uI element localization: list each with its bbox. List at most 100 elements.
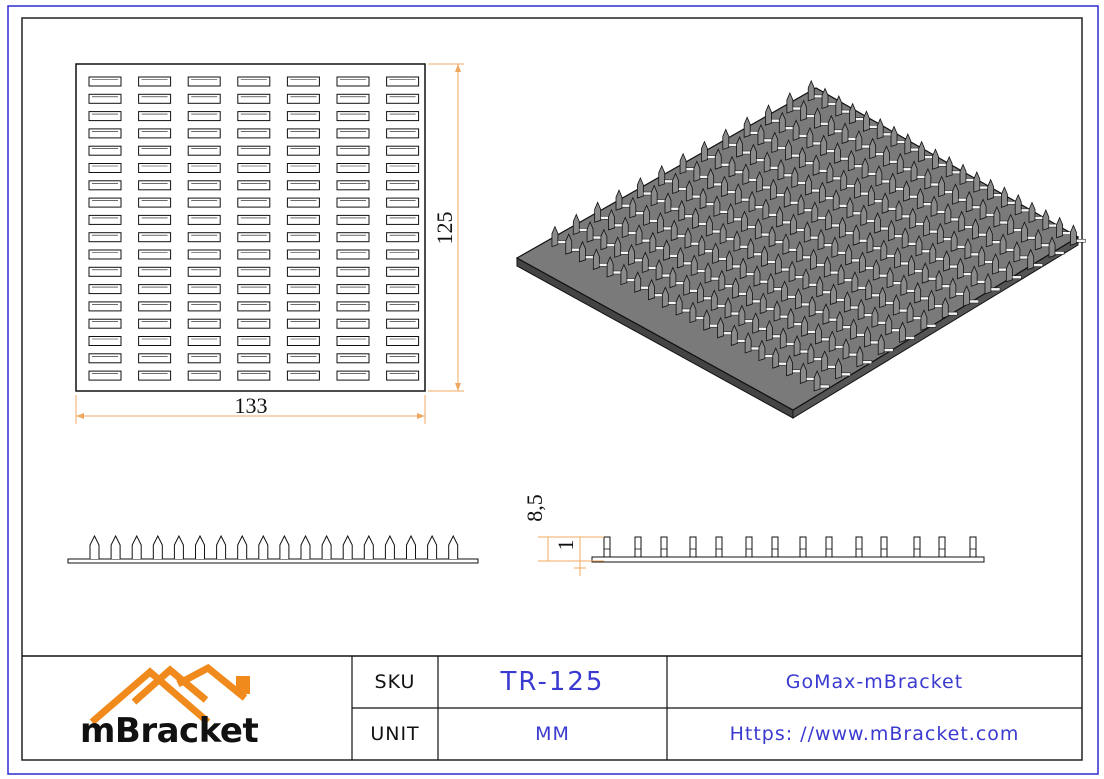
iso-tooth: [799, 362, 807, 384]
iso-tooth: [572, 213, 580, 235]
iso-tooth: [825, 208, 833, 231]
slot: [336, 76, 370, 87]
iso-tooth: [796, 240, 804, 263]
iso-tooth: [717, 316, 724, 339]
slot: [237, 93, 271, 104]
iso-tooth: [832, 189, 840, 211]
edge-tooth: [938, 536, 946, 558]
slot: [386, 266, 420, 277]
slot: [88, 180, 122, 191]
iso-tooth: [648, 278, 655, 301]
iso-tooth: [817, 228, 825, 251]
width-dimension: 133: [75, 393, 426, 424]
iso-tooth: [677, 246, 684, 269]
slot: [286, 93, 320, 104]
iso-tooth: [762, 198, 770, 220]
iso-tooth: [850, 318, 858, 340]
iso-tooth: [722, 128, 730, 150]
iso-tooth: [890, 125, 898, 148]
iso-tooth: [742, 163, 750, 185]
iso-tooth: [635, 224, 643, 246]
iso-tooth: [972, 218, 979, 240]
iso-tooth: [678, 199, 686, 222]
slot: [187, 197, 221, 208]
slot: [187, 318, 221, 329]
iso-tooth: [594, 201, 602, 223]
slot: [138, 145, 172, 156]
side-tooth: [363, 534, 374, 559]
iso-tooth: [672, 172, 679, 195]
iso-tooth: [866, 231, 874, 254]
edge-tooth: [855, 536, 863, 558]
slot: [286, 197, 320, 208]
iso-tooth: [692, 207, 699, 229]
slot: [187, 266, 221, 277]
iso-tooth: [855, 129, 863, 152]
company-name: GoMax-mBracket: [785, 671, 964, 693]
iso-tooth: [620, 263, 628, 286]
slot: [237, 336, 271, 346]
iso-tooth: [973, 171, 981, 193]
slot: [138, 197, 172, 208]
iso-tooth: [771, 131, 779, 154]
edge-tooth: [745, 536, 753, 558]
iso-tooth: [756, 170, 764, 193]
iso-tooth: [724, 297, 732, 319]
iso-tooth: [1070, 224, 1077, 246]
iso-tooth: [734, 183, 742, 205]
iso-tooth: [920, 309, 928, 331]
iso-tooth: [810, 248, 817, 271]
slot: [138, 266, 172, 277]
slot: [336, 284, 370, 295]
iso-tooth: [854, 177, 861, 199]
iso-tooth: [774, 252, 782, 275]
iso-tooth: [842, 338, 850, 360]
iso-tooth: [835, 95, 843, 117]
iso-tooth: [675, 293, 683, 316]
iso-tooth: [759, 292, 767, 315]
slot: [138, 128, 172, 139]
iso-tooth: [805, 174, 812, 196]
iso-tooth: [1027, 248, 1035, 271]
slot: [138, 370, 172, 381]
side-tooth: [110, 534, 121, 559]
iso-tooth: [956, 257, 964, 280]
edge-tooth: [603, 536, 611, 558]
iso-tooth: [828, 330, 836, 353]
slot: [88, 76, 122, 87]
iso-tooth: [801, 315, 809, 337]
iso-tooth: [814, 107, 821, 129]
slot: [187, 163, 221, 173]
iso-tooth: [808, 295, 816, 318]
slot: [286, 353, 320, 364]
website-link[interactable]: Https: //www.mBracket.com: [729, 723, 1020, 745]
iso-tooth: [772, 347, 780, 369]
iso-tooth: [615, 189, 623, 211]
iso-tooth: [800, 99, 808, 122]
slot: [386, 163, 420, 173]
slot: [88, 336, 122, 346]
slot: [386, 214, 420, 225]
iso-tooth: [1007, 213, 1015, 236]
slot: [336, 197, 370, 208]
iso-tooth: [690, 254, 698, 277]
slot: [88, 301, 122, 312]
iso-tooth: [763, 151, 771, 173]
slot: [237, 76, 271, 87]
iso-tooth: [860, 204, 868, 226]
slot: [187, 336, 221, 346]
iso-tooth: [908, 254, 915, 277]
edge-tooth: [799, 536, 807, 558]
iso-tooth: [811, 201, 819, 223]
iso-tooth: [586, 221, 594, 243]
iso-tooth: [827, 114, 835, 137]
iso-tooth: [820, 134, 828, 157]
iso-tooth: [758, 339, 766, 362]
iso-tooth: [978, 245, 986, 268]
slot: [286, 111, 320, 122]
edge-plate: [591, 556, 985, 563]
iso-tooth: [987, 178, 995, 201]
slot: [336, 301, 370, 312]
iso-tooth: [657, 211, 664, 234]
iso-tooth: [886, 266, 894, 289]
